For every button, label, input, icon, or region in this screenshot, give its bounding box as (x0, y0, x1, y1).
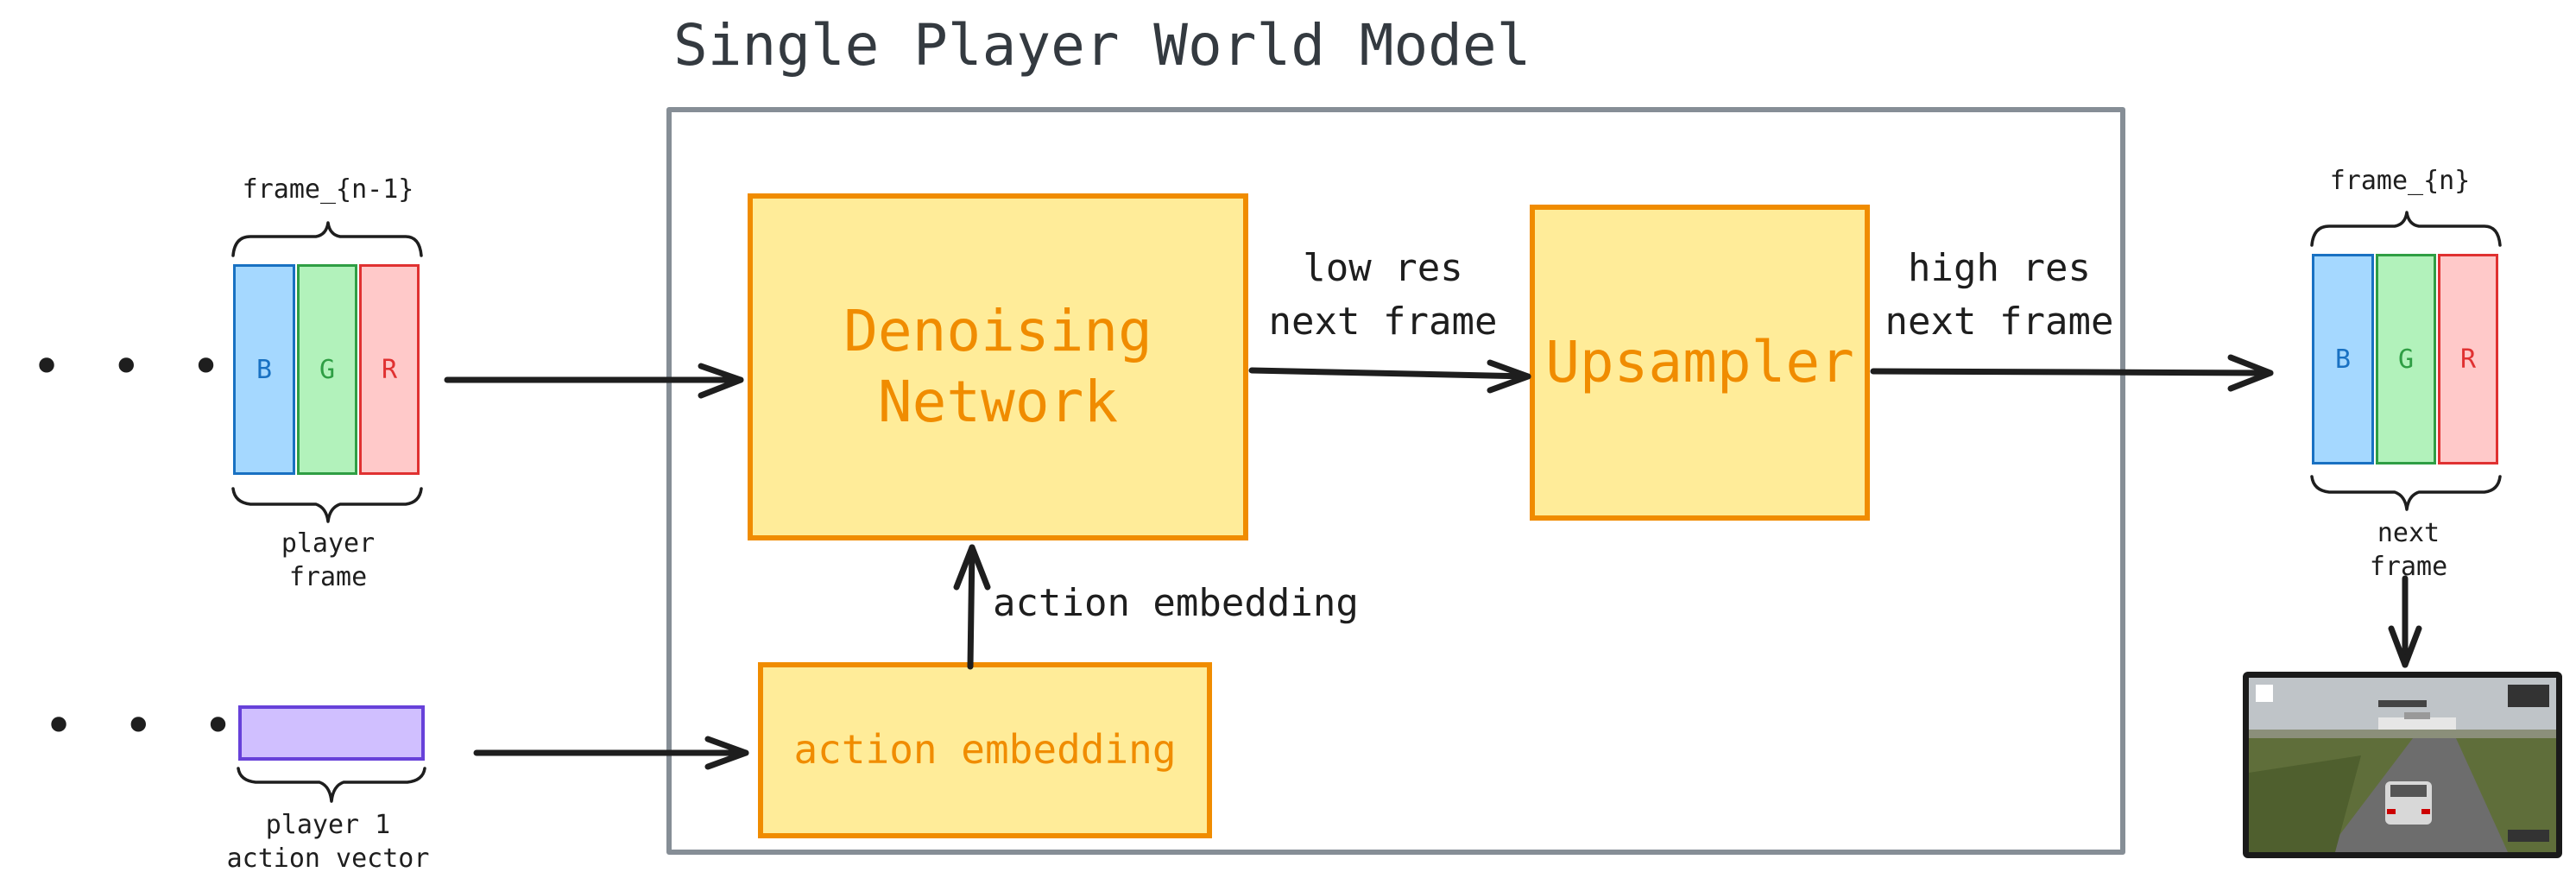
actions-ellipsis: • • • (43, 696, 243, 756)
input-channel-r: R (359, 264, 420, 475)
output-channel-g: G (2376, 254, 2436, 464)
arrow-embedding-to-denoising (967, 544, 975, 670)
upsampler-box: Upsampler (1530, 205, 1870, 521)
input-frame-bottom-label: player frame (281, 528, 376, 592)
brace-output-bottom (2310, 475, 2502, 511)
world-model-container (666, 107, 2125, 855)
low-res-label: low res next frame (1268, 246, 1498, 344)
denoising-network-box: Denoising Network (748, 193, 1248, 540)
action-vector-bar (238, 705, 425, 761)
diagram-title: Single Player World Model (673, 12, 1531, 79)
high-res-label: high res next frame (1885, 246, 2114, 344)
arrow-upsampler-to-output (1870, 368, 2274, 376)
frames-ellipsis: • • • (31, 337, 230, 397)
output-frame-top-label: frame_{n} (2329, 166, 2471, 196)
output-frame-bottom-label: next frame (2369, 518, 2448, 582)
brace-output-top (2310, 211, 2502, 247)
brace-input-top (231, 221, 423, 257)
output-channel-r: R (2438, 254, 2498, 464)
brace-action-vector (237, 767, 426, 803)
arrow-denoising-to-upsampler (1248, 367, 1531, 380)
input-frame-top-label: frame_{n-1} (242, 174, 414, 205)
action-embedding-box: action embedding (758, 662, 1212, 838)
game-frame-image (2243, 672, 2562, 858)
input-channel-g: G (297, 264, 357, 475)
output-channel-b: B (2312, 254, 2374, 464)
action-vector-label: player 1 action vector (226, 810, 430, 874)
input-channel-b: B (233, 264, 295, 475)
brace-input-bottom (231, 487, 423, 523)
racing-game-scene (2249, 678, 2556, 852)
action-embedding-edge-label: action embedding (993, 581, 1359, 625)
